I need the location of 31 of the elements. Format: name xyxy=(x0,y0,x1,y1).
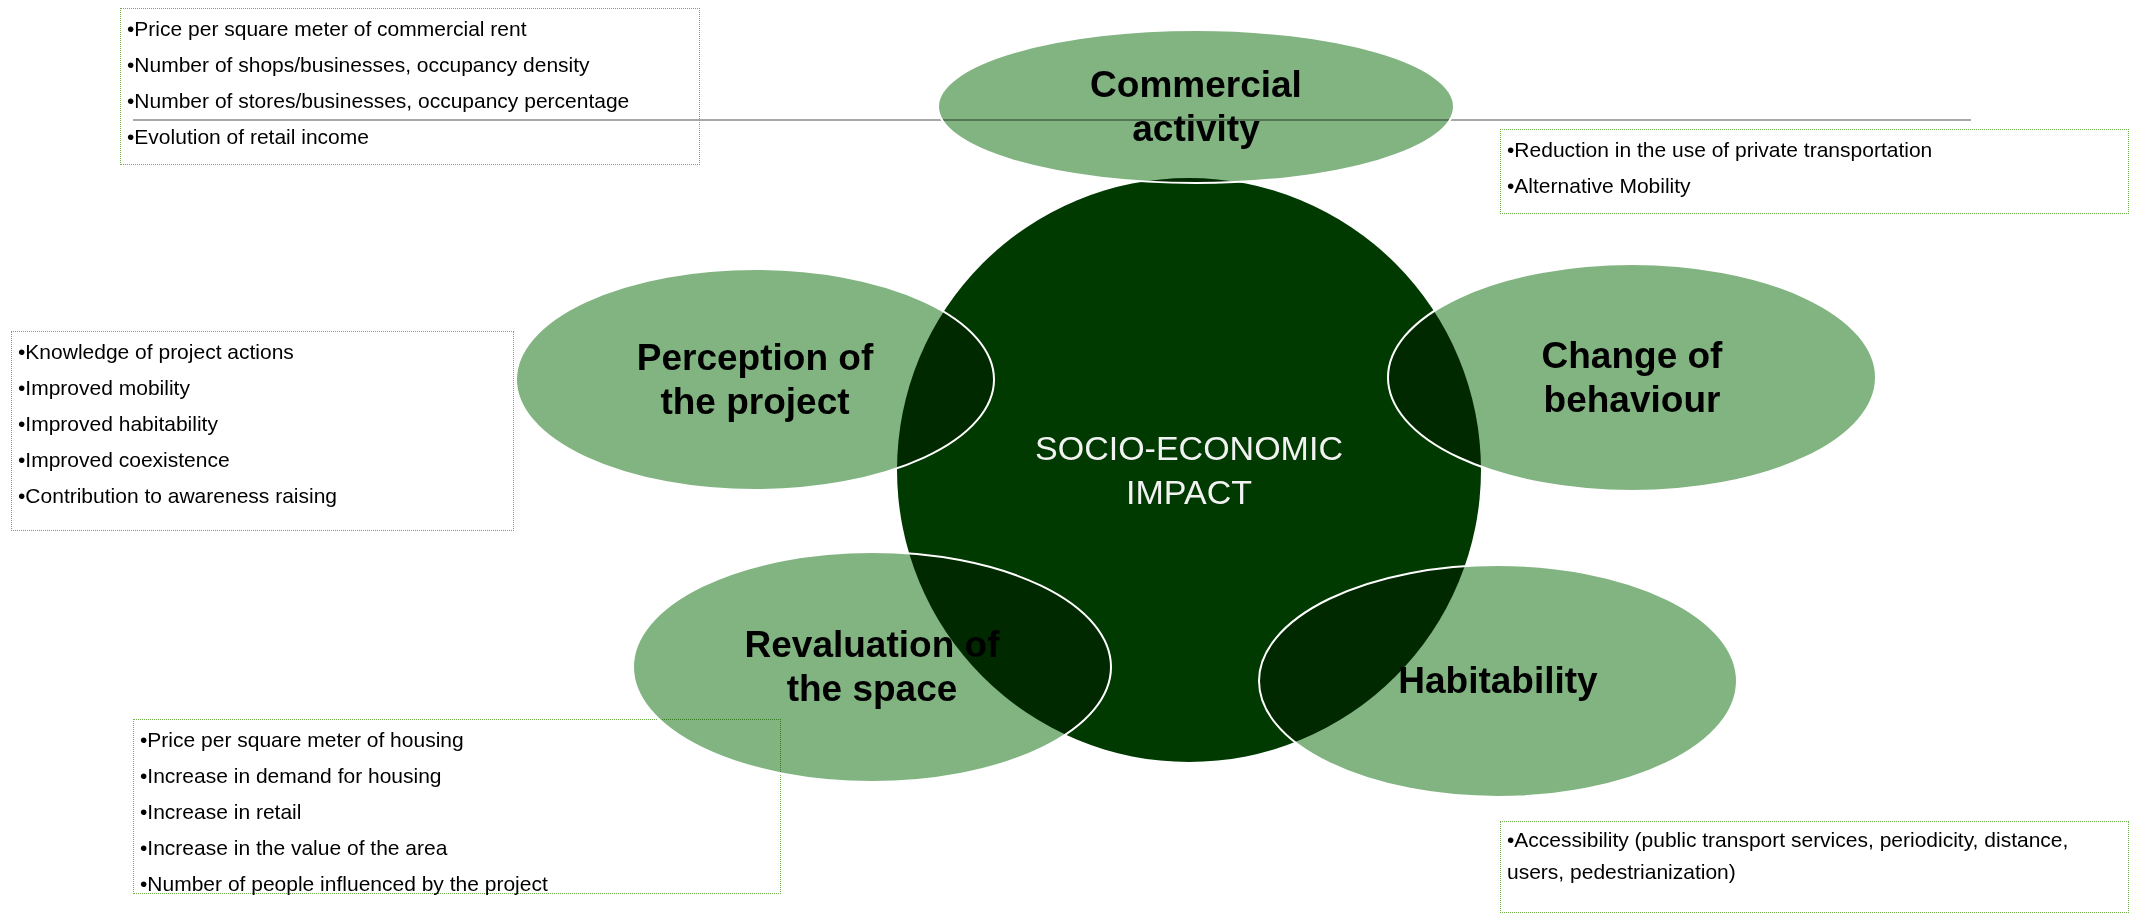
ellipse-label: Habitability xyxy=(1397,659,1599,703)
bullet-item: •Number of shops/businesses, occupancy density xyxy=(127,52,591,78)
indicator-list-box xyxy=(11,331,514,531)
bullet-item: •Improved mobility xyxy=(18,375,191,401)
bullet-item: •Accessibility (public transport services, periodicity, distance, users, pedestrianization) xyxy=(1507,827,2070,885)
bullet-item: •Number of stores/businesses, occupancy percentage xyxy=(127,88,631,114)
bullet-item: •Price per square meter of commercial rent xyxy=(127,16,528,42)
topic-ellipse xyxy=(937,29,1455,184)
bullet-item: •Reduction in the use of private transportation xyxy=(1507,137,1934,163)
bullet-item: •Price per square meter of housing xyxy=(140,727,465,753)
bullet-item: •Improved habitability xyxy=(18,411,219,437)
topic-ellipse xyxy=(1387,263,1877,492)
topic-ellipse xyxy=(515,268,995,491)
ellipse-label: Change of behaviour xyxy=(1540,333,1724,422)
bullet-item: •Increase in demand for housing xyxy=(140,763,443,789)
indicator-list-box xyxy=(120,8,700,165)
bullet-item: •Evolution of retail income xyxy=(127,124,370,150)
indicator-list-box xyxy=(1500,129,2129,214)
circle-label: SOCIO-ECONOMIC IMPACT xyxy=(1034,428,1344,513)
indicator-list-box xyxy=(1500,821,2129,913)
ellipse-label: Commercial activity xyxy=(1089,62,1303,151)
bullet-item: •Increase in the value of the area xyxy=(140,835,449,861)
bullet-item: •Number of people influenced by the project xyxy=(140,871,549,897)
topic-ellipse xyxy=(632,551,1112,783)
bullet-item: •Knowledge of project actions xyxy=(18,339,295,365)
bullet-item: •Improved coexistence xyxy=(18,447,231,473)
topic-ellipse xyxy=(1258,564,1738,798)
bullet-item: •Alternative Mobility xyxy=(1507,173,1692,199)
ellipse-label: Perception of the project xyxy=(635,335,875,424)
bullet-item: •Increase in retail xyxy=(140,799,303,825)
bullet-item: •Contribution to awareness raising xyxy=(18,483,339,509)
